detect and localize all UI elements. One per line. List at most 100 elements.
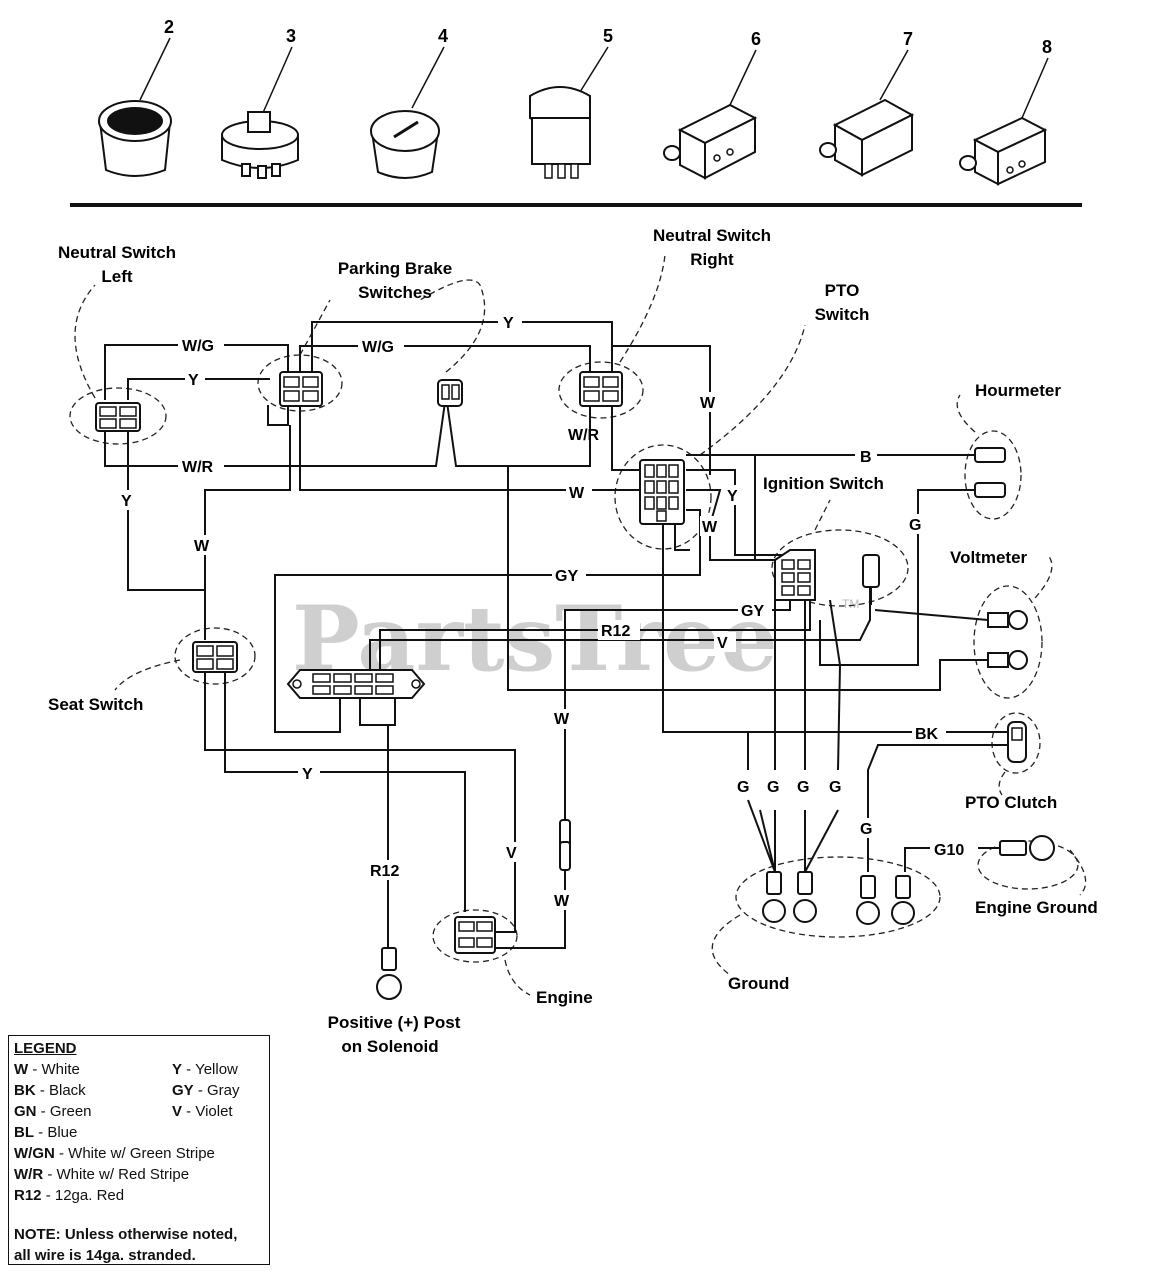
wire-label: G — [767, 779, 779, 796]
wire-label: BK — [915, 726, 939, 743]
wire-label: W — [569, 485, 585, 502]
wire-label: Y — [188, 372, 199, 389]
neutral-switch-left-connector — [95, 402, 141, 432]
wire-label: W — [194, 538, 210, 555]
wire-label: G — [860, 821, 872, 838]
legend-entry: R12 - 12ga. Red — [14, 1187, 125, 1204]
engine-connector — [454, 916, 496, 954]
part-number-2: 2 — [164, 17, 174, 37]
legend-entry: BK - Black — [14, 1082, 86, 1099]
label-solenoid-1: Positive (+) Post — [328, 1013, 461, 1032]
wire-label: W — [554, 711, 570, 728]
part-5-pto-switch — [529, 86, 591, 179]
label-parking-brake-1: Parking Brake — [338, 259, 452, 278]
hourmeter-terminals — [974, 447, 1006, 498]
legend-title: LEGEND — [14, 1040, 77, 1057]
part-number-7: 7 — [903, 29, 913, 49]
part-4-plug — [370, 110, 440, 179]
legend-entry: W/R - White w/ Red Stripe — [14, 1166, 190, 1183]
pto-clutch-connector — [1007, 721, 1027, 763]
label-pto-switch-2: Switch — [815, 305, 870, 324]
wire-label: Y — [727, 488, 738, 505]
watermark-tm: TM — [842, 597, 859, 611]
parking-brake-right-connector — [437, 379, 463, 407]
label-hourmeter: Hourmeter — [975, 381, 1061, 400]
wire-label: G — [797, 779, 809, 796]
part-7-plunger-switch — [819, 98, 915, 177]
legend-entry: W/GN - White w/ Green Stripe — [14, 1145, 215, 1162]
label-neutral-switch-left-2: Left — [101, 267, 133, 286]
connectors — [95, 371, 1055, 1000]
engine-ground-terminal — [999, 835, 1055, 861]
label-engine-ground: Engine Ground — [975, 898, 1098, 917]
wire-label: G — [909, 517, 921, 534]
wire-label: W — [700, 395, 716, 412]
wire-label: W — [702, 519, 718, 536]
wire-label: G10 — [934, 842, 964, 859]
wire-label: V — [506, 845, 517, 862]
wire-label: W/G — [362, 339, 394, 356]
parking-brake-connector — [279, 371, 323, 407]
part-6-plunger-switch — [663, 103, 758, 180]
wire-label: Y — [503, 315, 514, 332]
label-seat-switch: Seat Switch — [48, 695, 143, 714]
wire-label: GY — [555, 568, 578, 585]
legend-entry: GY - Gray — [172, 1082, 240, 1099]
component-labels: Neutral Switch Left Parking Brake Switch… — [48, 226, 1098, 1056]
legend-entry: V - Violet — [172, 1103, 233, 1120]
label-voltmeter: Voltmeter — [950, 548, 1028, 567]
legend-entry: W - White — [14, 1061, 80, 1078]
label-solenoid-2: on Solenoid — [341, 1037, 438, 1056]
wire-labels: W/G Y W/G Y W/R Y W W/R W W Y W B G GY G… — [118, 312, 972, 910]
main-harness-connector — [286, 669, 426, 699]
legend-row: W - White Y - Yellow — [14, 1059, 264, 1080]
part-8-plunger-switch — [959, 116, 1048, 186]
part-number-5: 5 — [603, 26, 613, 46]
wire-label: V — [717, 635, 728, 652]
wire-label: G — [829, 779, 841, 796]
wire-label: W/G — [182, 338, 214, 355]
component-outlines — [69, 254, 1087, 996]
ignition-switch-connector — [774, 549, 816, 601]
wire-label: R12 — [370, 863, 399, 880]
legend-entry: GN - Green — [14, 1103, 92, 1120]
inline-fuse — [559, 819, 571, 871]
part-number-8: 8 — [1042, 37, 1052, 57]
legend-entry: Y - Yellow — [172, 1061, 238, 1078]
ground-ring-terminals — [762, 871, 915, 925]
legend-row: BK - Black GY - Gray — [14, 1080, 264, 1101]
part-number-4: 4 — [438, 26, 448, 46]
wire-label: Y — [121, 493, 132, 510]
wire-label: W/R — [182, 459, 214, 476]
wire-label: B — [860, 449, 872, 466]
part-2-button — [98, 100, 172, 177]
wire-label: GY — [741, 603, 764, 620]
legend-row: GN - Green V - Violet — [14, 1101, 264, 1122]
part-number-3: 3 — [286, 26, 296, 46]
wire-label: W — [554, 893, 570, 910]
label-pto-switch-1: PTO — [825, 281, 860, 300]
label-ignition-switch: Ignition Switch — [763, 474, 884, 493]
label-engine: Engine — [536, 988, 593, 1007]
label-parking-brake-2: Switches — [358, 283, 432, 302]
label-neutral-switch-right-1: Neutral Switch — [653, 226, 771, 245]
wire-label: Y — [302, 766, 313, 783]
neutral-switch-right-connector — [579, 371, 623, 407]
solenoid-terminal — [376, 947, 402, 1000]
wire-label: R12 — [601, 623, 630, 640]
ignition-fuse-connector — [862, 554, 880, 605]
seat-switch-connector — [192, 641, 238, 673]
legend-note: NOTE: Unless otherwise noted, all wire i… — [14, 1226, 238, 1264]
label-neutral-switch-left-1: Neutral Switch — [58, 243, 176, 262]
legend-entry: BL - Blue — [14, 1124, 78, 1141]
part-illustrations: 2 3 4 5 — [98, 17, 1052, 186]
pto-switch-connector — [639, 459, 685, 525]
wire-label: G — [737, 779, 749, 796]
label-pto-clutch: PTO Clutch — [965, 793, 1057, 812]
label-neutral-switch-right-2: Right — [690, 250, 734, 269]
legend: LEGEND W - White Y - Yellow BK - Black G… — [8, 1035, 270, 1265]
voltmeter-terminals — [987, 610, 1028, 670]
part-3-ignition-switch — [221, 111, 299, 179]
label-ground: Ground — [728, 974, 789, 993]
